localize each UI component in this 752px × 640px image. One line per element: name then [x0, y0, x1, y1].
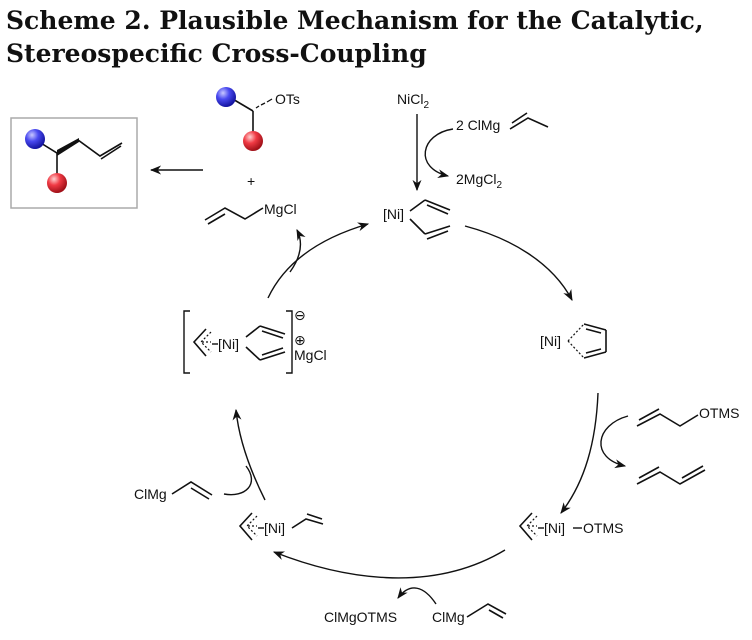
curved-arrow-bottom [397, 587, 437, 605]
nickelate-ate-complex: [Ni] ⊖ ⊕ MgCl [183, 307, 327, 374]
red-sphere-substrate [243, 131, 263, 151]
allyl-ni-vinyl-complex: [Ni] [238, 512, 324, 541]
two-clmg-vinyl [509, 117, 549, 130]
ate-minus-charge: ⊖ [294, 307, 306, 323]
two-mgcl2-label: 2MgCl2 [456, 171, 502, 191]
two-clmg-label: 2 ClMg [456, 117, 500, 133]
blue-sphere-substrate [216, 87, 236, 107]
clmg-bottom-vinyl [466, 603, 507, 618]
ni-otms-ni-label: [Ni] [544, 520, 565, 536]
clmg-left-label: ClMg [134, 486, 167, 502]
ate-plus-charge: ⊕ [294, 332, 306, 348]
nicl2-label: NiCl2 [397, 91, 429, 111]
cycle-arrow-right [560, 392, 599, 514]
ni-bis-ethylene-complex: [Ni] [383, 199, 451, 240]
scheme-title-line-1: Scheme 2. Plausible Mechanism for the Ca… [6, 6, 704, 35]
clmg-left-vinyl [171, 481, 213, 496]
cycle-arrow-top-right [464, 225, 573, 301]
allyl-mgcl: MgCl [204, 201, 297, 225]
scheme-title: Scheme 2. Plausible Mechanism for the Ca… [6, 4, 746, 70]
ni-otms-otms-label: OTMS [583, 520, 623, 536]
ate-mgcl-label: MgCl [294, 347, 327, 363]
ots-label: OTs [275, 91, 300, 107]
butadiene-product [636, 465, 706, 485]
clmgotms-label: ClMgOTMS [324, 609, 397, 625]
scheme-title-line-2: Stereospecific Cross-Coupling [6, 39, 427, 68]
ni-top-label: [Ni] [383, 206, 404, 222]
otms-reagent-label: OTMS [699, 405, 739, 421]
allyl-ni-otms-complex: [Ni] OTMS [518, 512, 623, 541]
cycle-arrow-left [232, 408, 266, 501]
clmg-bottom-label: ClMg [432, 609, 465, 625]
plus-sign: + [247, 173, 255, 189]
tosylate-substrate: OTs [216, 87, 300, 151]
blue-sphere-product [25, 129, 45, 149]
product-box [10, 117, 138, 209]
allyl-otms-reagent: OTMS [636, 405, 739, 427]
allyl-mgcl-label: MgCl [264, 201, 297, 217]
ni-right-label: [Ni] [540, 333, 561, 349]
cycle-arrow-top-left [267, 222, 370, 299]
curved-arrow-otms [600, 415, 629, 469]
release-arrow [289, 228, 306, 273]
ate-ni-label: [Ni] [218, 336, 239, 352]
curved-arrow-clmg-left [223, 465, 252, 496]
curved-arrow-mgcl [424, 128, 454, 179]
ni-left-label: [Ni] [264, 520, 285, 536]
ni-butadiene-complex: [Ni] [540, 323, 607, 359]
cycle-arrow-bottom [272, 549, 506, 579]
red-sphere-product [47, 173, 67, 193]
